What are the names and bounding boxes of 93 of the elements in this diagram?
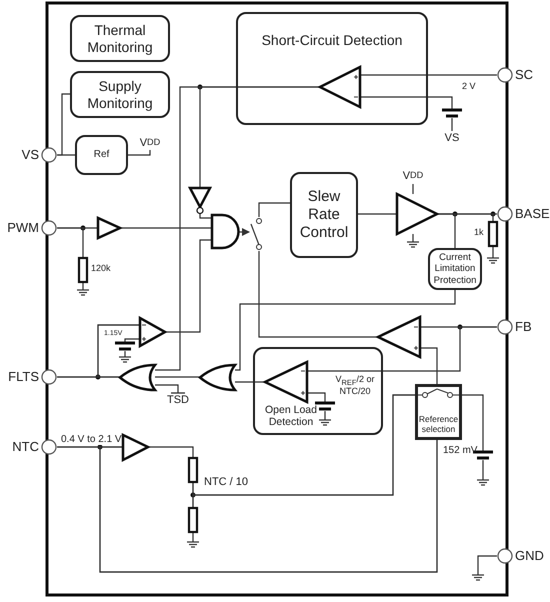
- wire: [148, 446, 194, 458]
- wire: [258, 251, 378, 338]
- process-box: [236, 12, 428, 125]
- wire: [239, 228, 250, 236]
- process-box: [415, 384, 462, 440]
- process-box: [75, 135, 128, 175]
- wire: [451, 118, 453, 131]
- amplifier-symbol: [121, 433, 150, 462]
- process-box: [70, 15, 170, 62]
- pin-terminal: PWM: [0, 220, 57, 236]
- or-gate-symbol: [118, 363, 157, 392]
- wire: [192, 532, 194, 542]
- wire: [57, 446, 123, 448]
- wire: [358, 213, 397, 215]
- resistor-symbol: [187, 456, 199, 484]
- wire: [199, 214, 212, 219]
- wire: [482, 460, 484, 480]
- process-box: [253, 347, 383, 435]
- box-label: Reference selection: [418, 414, 459, 434]
- ground-symbol: [485, 256, 501, 266]
- wire: [155, 86, 320, 371]
- signal-label: 1k: [474, 228, 484, 238]
- pin-terminal: GND: [497, 548, 547, 564]
- ground-symbol: [405, 240, 421, 250]
- and-gate-symbol: [210, 213, 241, 250]
- pin-terminal: BASE: [497, 206, 550, 222]
- signal-label: 2 V: [462, 82, 476, 92]
- or-gate-symbol: [198, 363, 237, 392]
- battery-symbol: [440, 107, 464, 120]
- comparator-symbol: [318, 65, 362, 109]
- pin-terminal: VS: [5, 147, 57, 163]
- wire: [128, 150, 151, 156]
- wire: [165, 239, 212, 333]
- box-label: Supply Monitoring: [86, 78, 154, 112]
- process-box: [70, 71, 170, 118]
- edge-label: 0.4 V to 2.1 V: [60, 434, 123, 445]
- wire: [420, 347, 438, 384]
- ground-symbol: [317, 418, 333, 428]
- wire: [57, 227, 84, 258]
- inverter-symbol: [188, 186, 212, 216]
- wire: [412, 184, 414, 194]
- wire: [360, 74, 497, 76]
- wire: [462, 394, 484, 451]
- wire: [307, 326, 497, 372]
- ground-symbol: [75, 288, 91, 298]
- wire: [324, 411, 326, 420]
- box-label: Open Load Detection: [264, 404, 318, 429]
- wire: [412, 234, 414, 242]
- wire: [437, 213, 494, 222]
- signal-label: TSD: [165, 393, 191, 407]
- resistor-symbol: [77, 256, 89, 284]
- process-box: [290, 172, 358, 258]
- wire: [477, 555, 497, 575]
- wire: [492, 246, 494, 258]
- pin-terminal: FLTS: [0, 369, 57, 385]
- wire: [97, 324, 140, 378]
- wire: [360, 96, 453, 109]
- comparator-symbol: [138, 316, 167, 348]
- ground-symbol: [470, 573, 486, 583]
- comparator-symbol: [263, 360, 309, 404]
- signal-label: V$_{REF}$/2 or NTC/20: [334, 375, 376, 397]
- wire: [235, 290, 456, 371]
- comparator-symbol: [376, 315, 422, 359]
- resistor-symbol: [487, 220, 499, 248]
- wire: [124, 338, 140, 342]
- amplifier-symbol: [395, 192, 439, 236]
- wire: [192, 482, 194, 508]
- signal-label: 120k: [91, 264, 111, 274]
- signal-label: VS: [441, 131, 463, 145]
- wire: [57, 154, 75, 156]
- ground-symbol: [117, 355, 133, 365]
- wire: [120, 227, 212, 229]
- wire: [124, 351, 126, 357]
- battery-symbol: [113, 340, 137, 353]
- wire: [258, 202, 290, 217]
- box-label: Thermal Monitoring: [86, 22, 154, 56]
- box-label: Short-Circuit Detection: [262, 32, 402, 49]
- wire: [235, 381, 265, 383]
- signal-label: 152 mV: [443, 445, 478, 456]
- box-label: Ref: [94, 149, 110, 161]
- pin-terminal: NTC: [0, 439, 57, 455]
- box-label: Current Limitation Protection: [432, 252, 478, 286]
- signal-label: NTC / 10: [204, 476, 248, 488]
- amplifier-symbol: [96, 216, 122, 240]
- wire: [307, 392, 326, 402]
- resistor-symbol: [187, 506, 199, 534]
- pin-terminal: FB: [497, 319, 537, 335]
- ground-symbol: [475, 478, 491, 488]
- wire: [155, 384, 186, 394]
- box-label: Slew Rate Control: [298, 188, 350, 242]
- pin-terminal: SC: [497, 67, 537, 83]
- wire: [155, 376, 200, 378]
- ground-symbol: [185, 540, 201, 550]
